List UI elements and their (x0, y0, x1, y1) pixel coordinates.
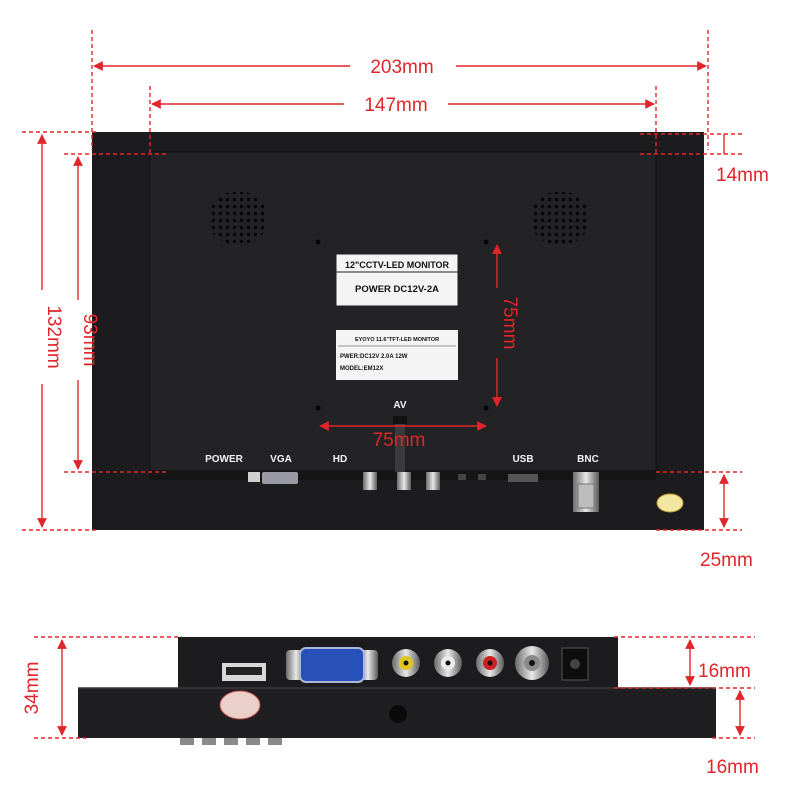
control-button (180, 738, 194, 745)
rca-jack (363, 472, 377, 490)
usb-port (508, 474, 538, 482)
dim-side-lower: 16mm (706, 757, 759, 778)
dim-width-total: 203mm (370, 57, 433, 78)
monitor-side-view (78, 637, 716, 745)
dim-side-upper: 16mm (698, 661, 751, 682)
svg-text:PWER:DC12V 2.0A 12W: PWER:DC12V 2.0A 12W (340, 354, 408, 360)
power-jack (248, 472, 260, 482)
control-button (202, 738, 216, 745)
dim-top-border: 14mm (716, 165, 769, 186)
vesa-hole (483, 405, 489, 411)
svg-text:MODEL:EM12X: MODEL:EM12X (340, 366, 383, 372)
product-label-sticker: 12"CCTV-LED MONITOR POWER DC12V-2A (335, 253, 459, 307)
port-label-power: POWER (205, 454, 244, 465)
dim-vesa-horizontal: 75mm (373, 430, 426, 451)
dim-vesa-vertical: 75mm (499, 297, 520, 350)
svg-text:POWER DC12V-2A: POWER DC12V-2A (355, 284, 439, 295)
dim-height-inner: 93mm (79, 314, 100, 367)
rca-jack (397, 472, 411, 490)
speaker-grille-left (208, 192, 268, 244)
monitor-rear-view: 12"CCTV-LED MONITOR POWER DC12V-2A EYOYO… (92, 132, 704, 530)
qc-sticker-side (219, 690, 261, 720)
rca-jack (426, 472, 440, 490)
port-label-bnc: BNC (577, 454, 599, 465)
qc-passed-sticker (656, 493, 684, 513)
port-label-av: AV (393, 400, 406, 411)
vesa-hole (483, 239, 489, 245)
port-label-hd: HD (333, 454, 347, 465)
mount-hole (389, 705, 407, 723)
dim-side-depth: 34mm (22, 662, 43, 715)
svg-text:12"CCTV-LED MONITOR: 12"CCTV-LED MONITOR (345, 260, 450, 270)
speaker-grille-right (530, 192, 590, 244)
control-button (224, 738, 238, 745)
dim-width-inner: 147mm (364, 95, 427, 116)
dim-height-total: 132mm (43, 305, 64, 368)
dim-bottom-border: 25mm (700, 550, 753, 571)
vesa-hole (315, 405, 321, 411)
control-button (268, 738, 282, 745)
vga-connector (299, 647, 365, 683)
vga-port (262, 472, 298, 484)
model-label-sticker: EYOYO 11.6"TFT-LED MONITOR PWER:DC12V 2.… (336, 330, 458, 380)
dimension-annotations (22, 30, 755, 739)
vesa-hole (315, 239, 321, 245)
port-label-vga: VGA (270, 454, 292, 465)
control-button (246, 738, 260, 745)
port-label-usb: USB (512, 454, 533, 465)
svg-text:EYOYO 11.6"TFT-LED MONITOR: EYOYO 11.6"TFT-LED MONITOR (355, 337, 439, 343)
